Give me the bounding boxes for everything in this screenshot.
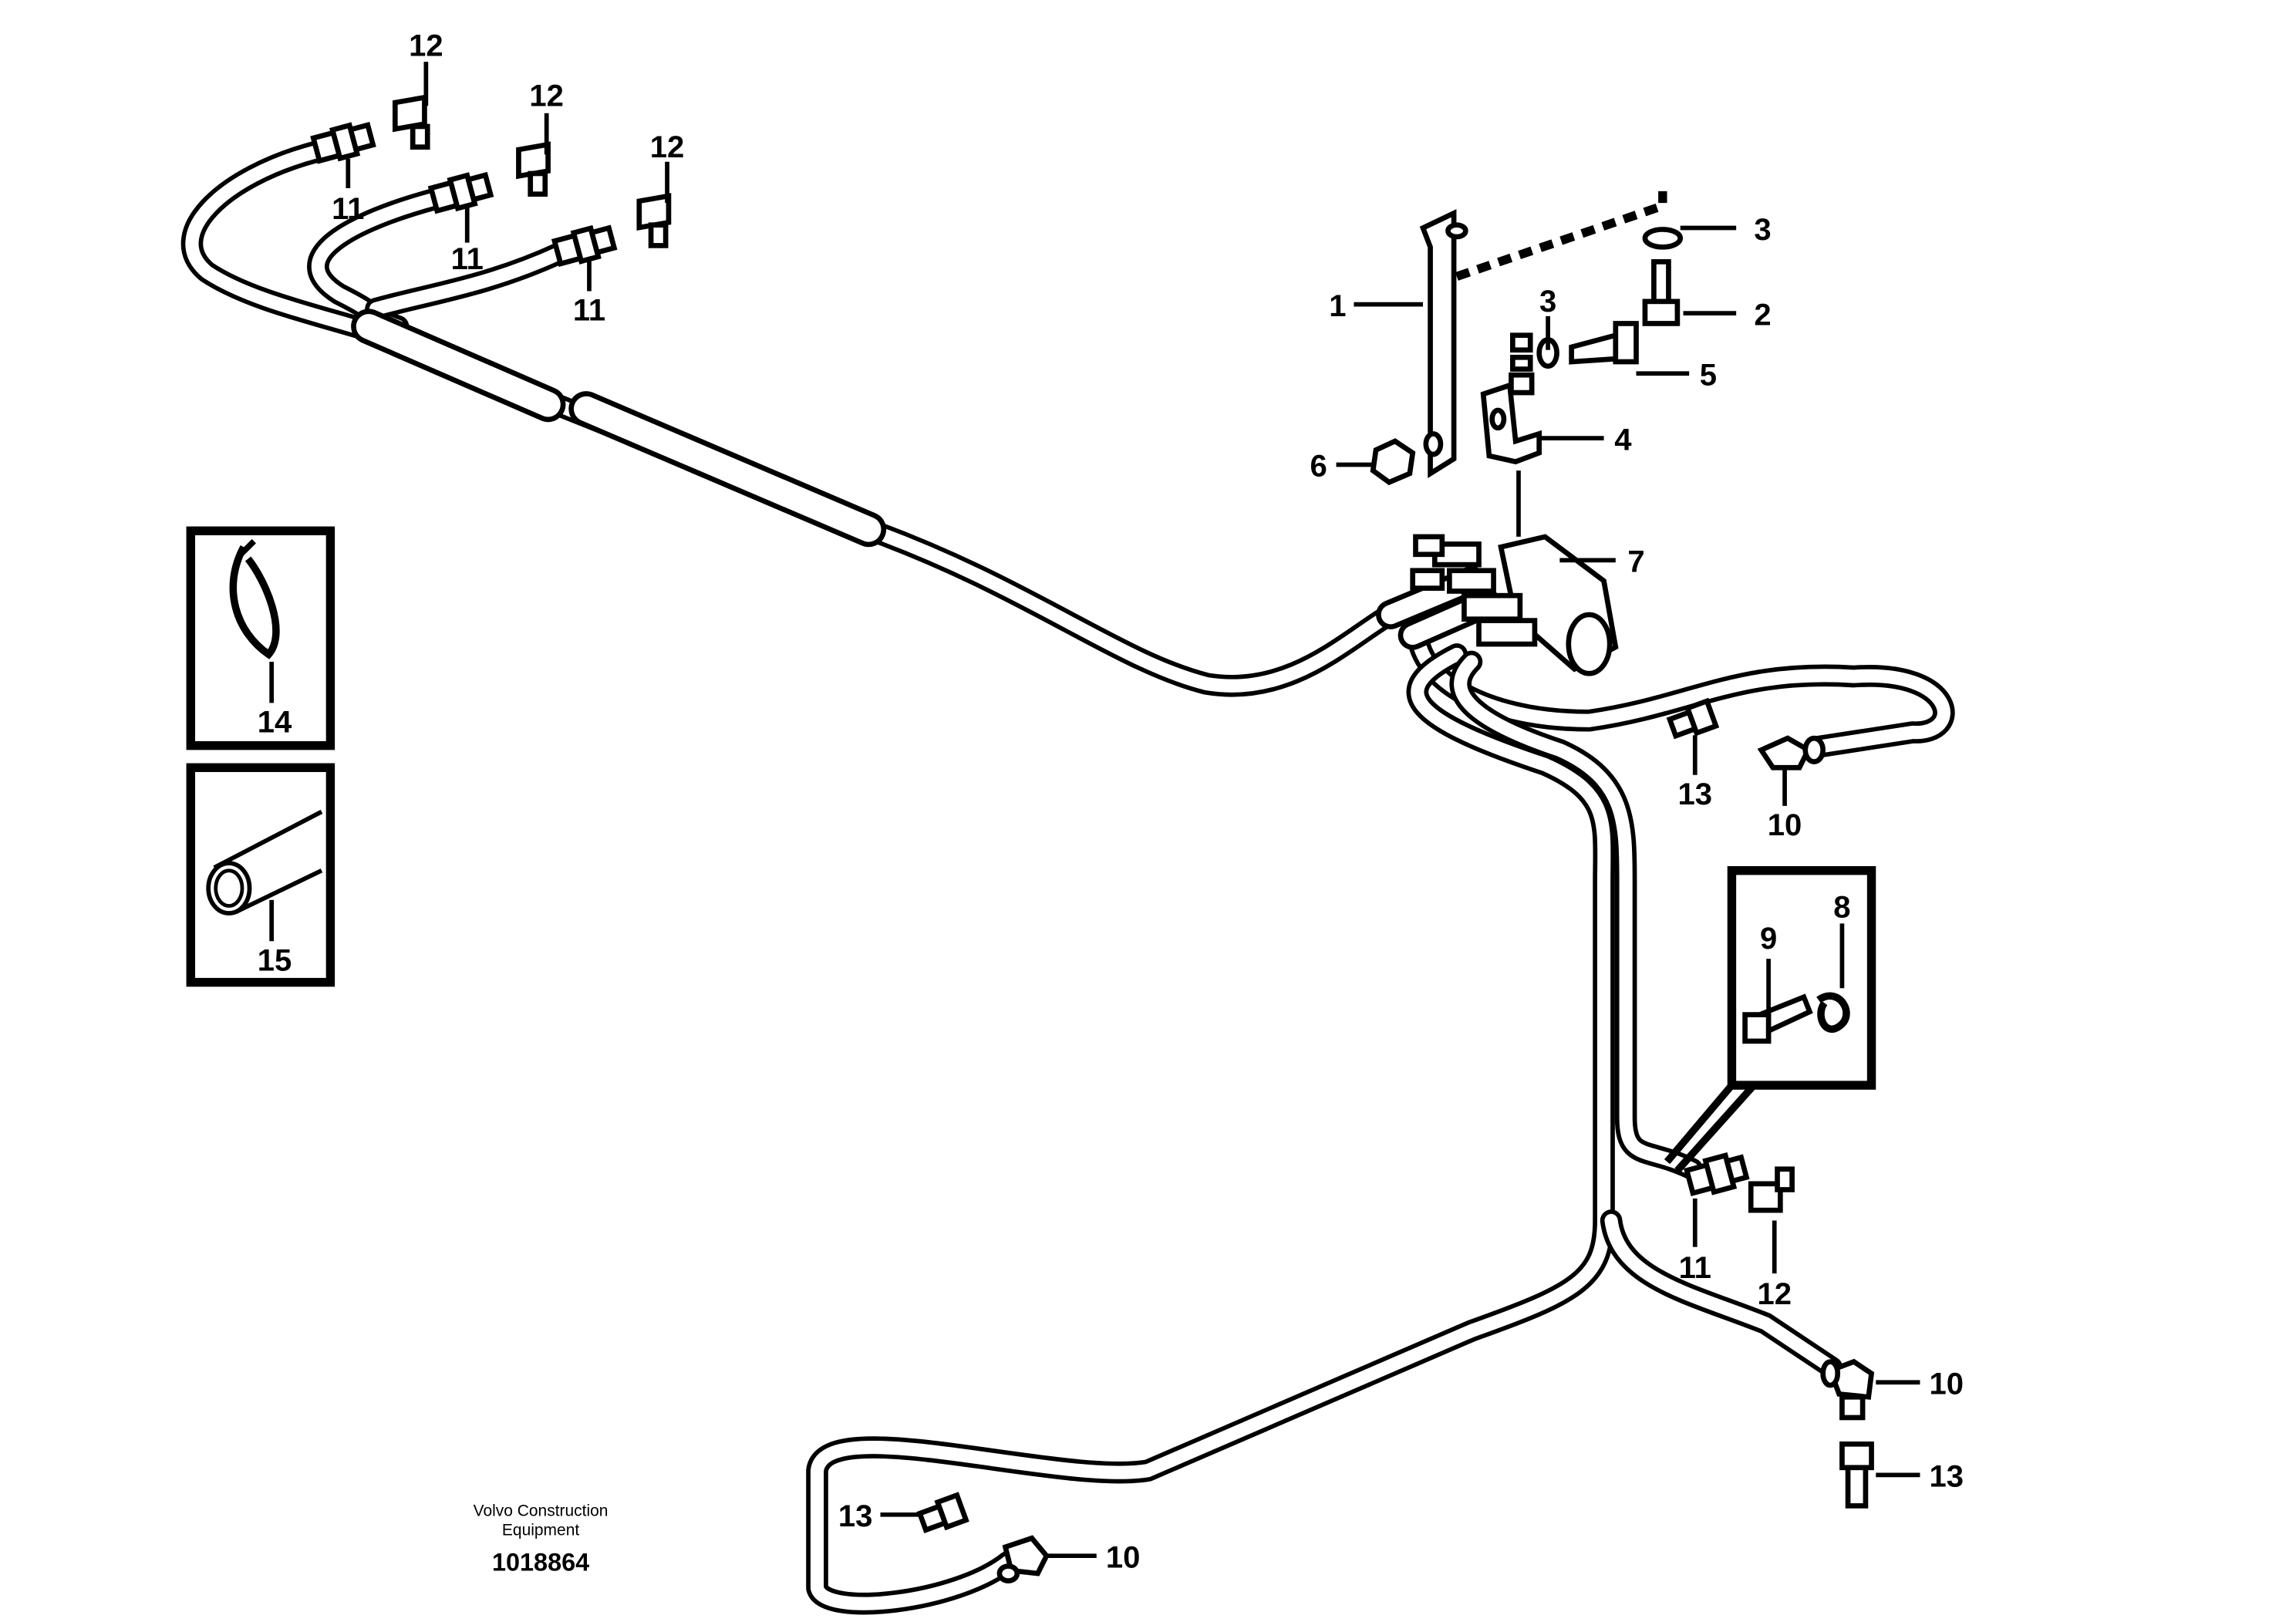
callout-13: 13 [838,1499,873,1533]
bracket-assembly [1370,209,1684,537]
callout-15: 15 [258,943,292,977]
nut [1370,438,1416,486]
elbow-union [1820,1358,1875,1421]
mounting-reference-line [1455,191,1667,281]
washer [1642,227,1684,250]
fittings-top-left [310,94,672,268]
callout-12: 12 [529,79,564,113]
callout-7: 7 [1627,545,1644,579]
credit-line-1: Volvo Construction [474,1502,609,1520]
adapter [1666,697,1720,740]
coupling-fitting [551,224,618,268]
callout-3: 3 [1539,285,1556,319]
callout-10: 10 [1106,1540,1141,1574]
callout-3: 3 [1754,213,1771,247]
elbow-fitting [1748,1166,1795,1213]
callout-4: 4 [1614,423,1632,457]
clamp [1816,992,1850,1033]
callout-12: 12 [650,130,685,164]
adapter [1839,1441,1874,1509]
callout-1: 1 [1329,289,1346,323]
inset-hose-sleeve [186,763,335,987]
callout-13: 13 [1678,777,1713,811]
bracket [1419,209,1457,478]
adapter [916,1492,969,1533]
callout-labels: 12 12 12 11 11 11 1 3 3 2 5 4 6 7 14 15 … [258,29,1964,1574]
valve-block [1410,534,1619,676]
callout-10: 10 [1930,1367,1964,1401]
callout-10: 10 [1768,808,1802,842]
callout-6: 6 [1310,450,1327,484]
callout-11: 11 [1679,1251,1711,1285]
callout-13: 13 [1930,1460,1964,1494]
inset-clamp-detail [1664,865,1876,1173]
elbow-fitting [392,94,430,150]
elbow-fitting [516,141,551,197]
callout-9: 9 [1760,922,1777,956]
credit-line-2: Equipment [502,1522,579,1539]
callout-11: 11 [573,294,605,328]
screw [1569,332,1619,365]
callout-11: 11 [332,192,364,226]
coupling-fitting [427,171,494,214]
document-number: 1018864 [492,1548,589,1576]
callout-2: 2 [1754,298,1771,332]
callout-14: 14 [258,705,292,739]
pipe-lines [180,140,1955,1615]
callout-8: 8 [1833,891,1850,925]
elbow-union [996,1535,1050,1583]
fittings-lower [916,697,1875,1583]
inset-cable-tie [186,526,335,750]
callout-12: 12 [409,29,443,62]
callout-5: 5 [1700,359,1717,393]
coupling-fitting [310,122,376,164]
coupling-fitting [1684,1152,1750,1197]
callout-11: 11 [451,242,484,276]
callout-12: 12 [1757,1277,1792,1311]
diagram-credit: Volvo Construction Equipment 1018864 [474,1502,609,1576]
leader-lines [269,62,1920,1559]
elbow-fitting [636,193,672,248]
elbow-union [1757,735,1826,771]
